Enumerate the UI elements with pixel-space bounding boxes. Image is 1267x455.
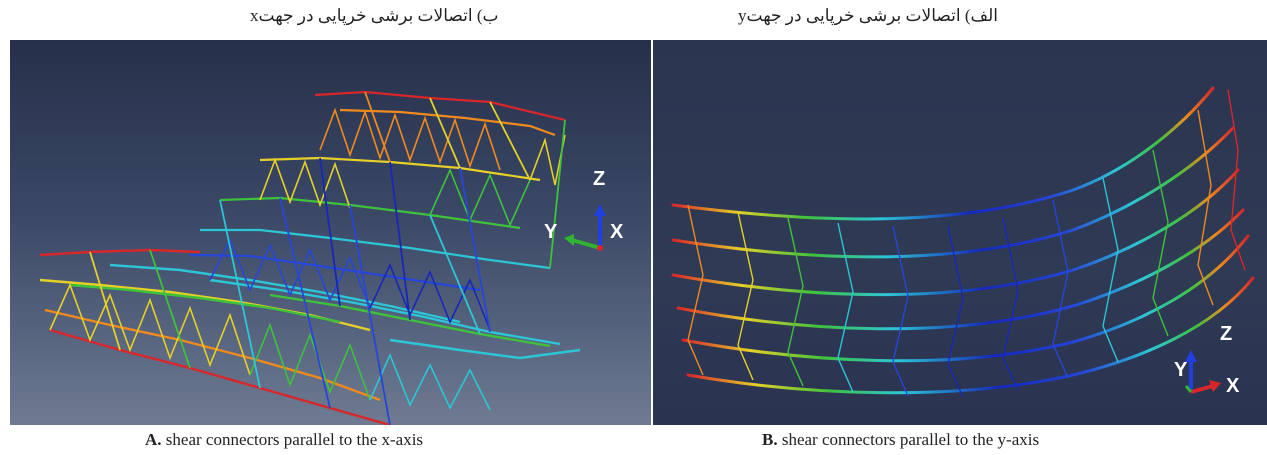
right-caption-tag: B. [762,430,778,449]
left-truss-cross-members [89,91,566,425]
left-truss-back-edges [189,90,566,292]
left-axis-x-label: X [610,221,624,243]
right-truss-webs [687,89,1246,398]
left-truss-web-diagonals [49,107,566,411]
right-caption: B. shear connectors parallel to the y-ax… [762,430,1039,450]
right-truss-model: Z Y X [671,86,1255,398]
right-fem-render: Z Y X [653,40,1267,425]
left-truss-front-chords [39,248,581,425]
left-persian-title-axis: x [250,6,259,25]
right-persian-title-axis: y [738,6,747,25]
left-fem-render: Z Y X [10,40,651,425]
right-caption-text: shear connectors parallel to the y-axis [777,430,1040,449]
right-axis-y-label: Y [1174,359,1188,381]
left-caption: A. shear connectors parallel to the x-ax… [145,430,423,450]
left-caption-tag: A. [145,430,162,449]
right-persian-title-text: الف) اتصالات برشی خرپایی در جهت [746,6,999,25]
left-axis-y-label: Y [544,221,558,243]
right-persian-title: الف) اتصالات برشی خرپایی در جهتy [738,6,998,26]
right-axis-triad: Z Y X [1174,323,1240,397]
left-persian-title-text: ب) اتصالات برشی خرپایی در جهت [258,6,499,25]
left-truss-model: Z Y X [39,90,624,425]
left-caption-text: shear connectors parallel to the x-axis [161,430,424,449]
right-axis-z-label: Z [1220,323,1232,345]
left-axis-triad: Z Y X [544,168,624,251]
left-persian-title: ب) اتصالات برشی خرپایی در جهتx [250,6,499,26]
right-truss-chords [671,86,1255,395]
left-axis-z-label: Z [593,168,605,190]
right-axis-x-label: X [1226,375,1240,397]
